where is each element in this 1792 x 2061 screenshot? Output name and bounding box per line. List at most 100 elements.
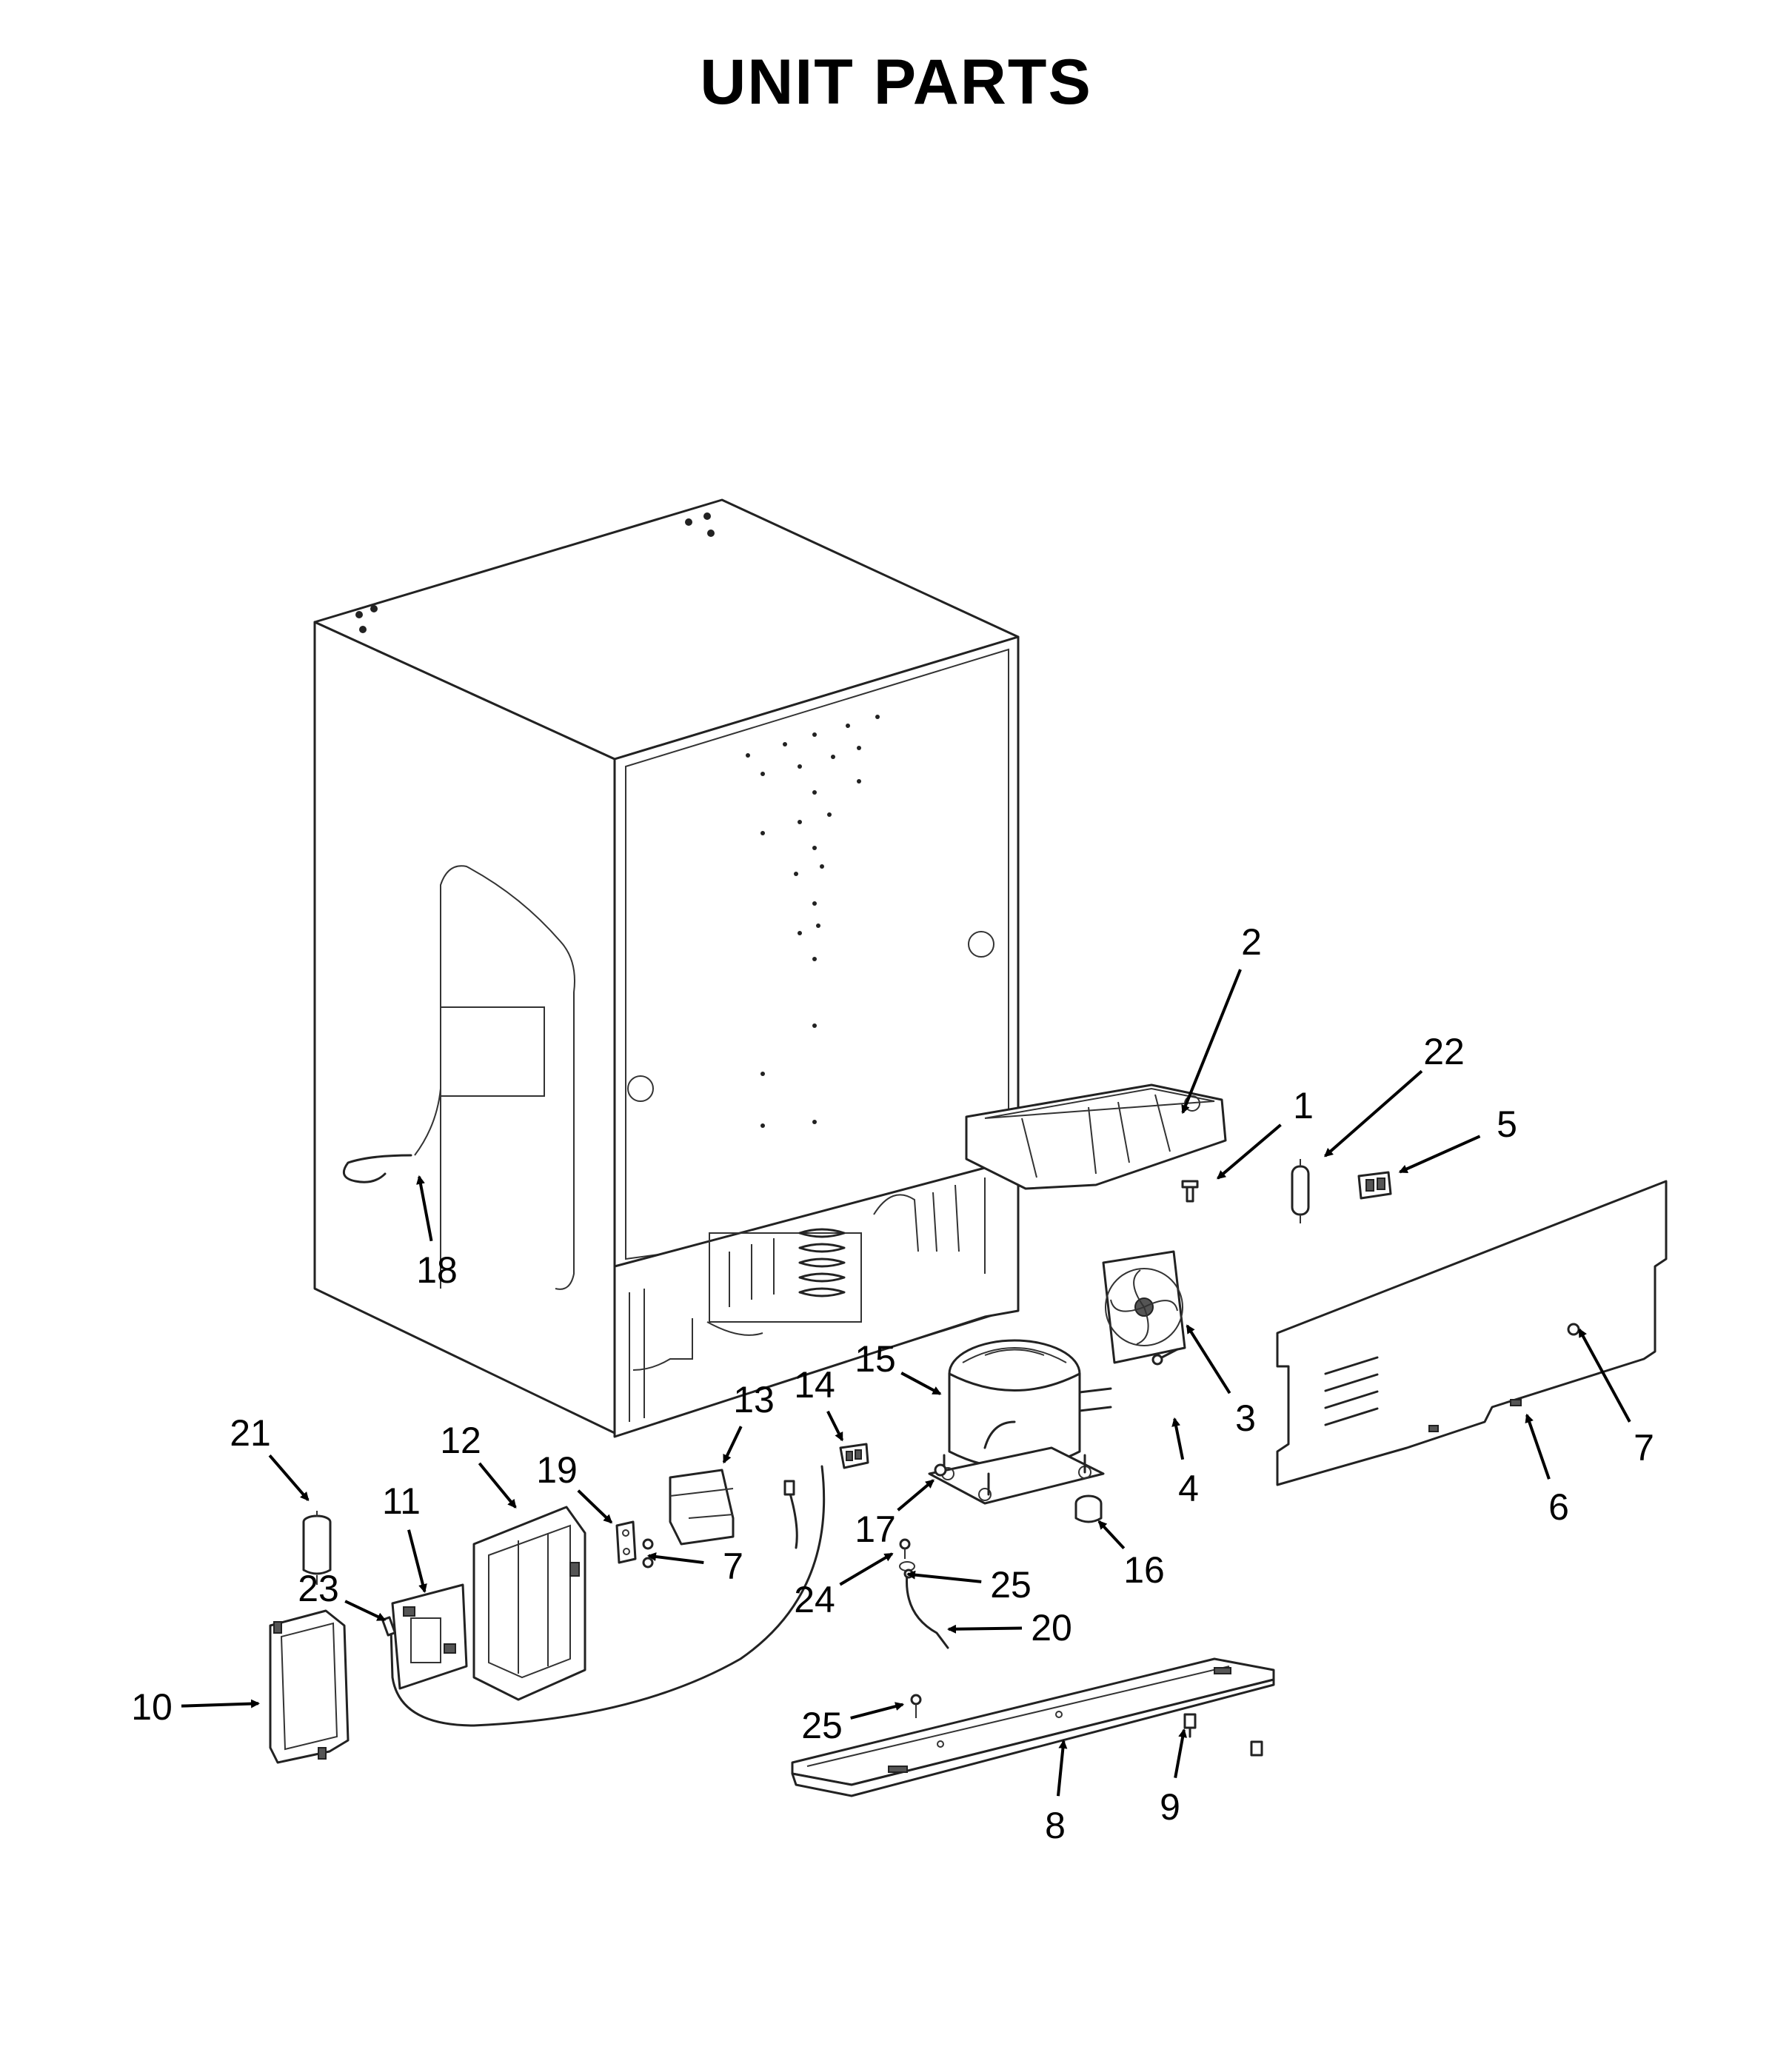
leader-arrow: [1578, 1328, 1631, 1423]
callout-number: 7: [1634, 1427, 1654, 1469]
part-16-grommet: [1074, 1494, 1103, 1523]
leader-arrow: [839, 1552, 894, 1586]
callout-number: 16: [1123, 1549, 1165, 1591]
part-9-leveling-leg: [1183, 1713, 1263, 1757]
callout-c6: 6: [1525, 1413, 1569, 1528]
leader-arrow: [850, 1702, 905, 1720]
callout-number: 23: [298, 1568, 339, 1609]
callout-c5: 5: [1398, 1103, 1517, 1174]
leader-arrow: [344, 1600, 387, 1622]
part-3-condenser-fan: [1102, 1250, 1186, 1364]
part-10-cover: [269, 1609, 350, 1764]
callout-c23: 23: [298, 1568, 387, 1622]
leader-arrow: [1186, 1324, 1231, 1394]
leader-arrow: [1181, 969, 1242, 1115]
diagram-title: UNIT PARTS: [700, 47, 1092, 118]
part-25-screw-lower: [910, 1694, 922, 1718]
part-1-screw: [1181, 1180, 1199, 1203]
callout-c22: 22: [1324, 1031, 1465, 1158]
leader-arrow: [826, 1410, 844, 1442]
callout-c7b: 7: [646, 1546, 743, 1587]
callout-c2: 2: [1181, 921, 1262, 1115]
wire-harness-2: [787, 1487, 798, 1549]
callout-c20: 20: [946, 1607, 1072, 1649]
part-14-overload: [839, 1443, 869, 1469]
leader-arrow: [268, 1454, 310, 1501]
leader-arrow: [416, 1175, 433, 1242]
leader-arrow: [1056, 1739, 1068, 1797]
callout-number: 13: [733, 1379, 775, 1420]
callout-c16: 16: [1097, 1520, 1165, 1591]
callout-number: 20: [1031, 1607, 1072, 1649]
part-6-access-panel: [1276, 1180, 1668, 1486]
leader-arrow: [181, 1699, 261, 1708]
callout-number: 11: [382, 1480, 421, 1522]
callout-c13: 13: [722, 1379, 775, 1464]
callout-number: 22: [1423, 1031, 1465, 1072]
callout-c18: 18: [416, 1175, 458, 1291]
part-19-bracket: [615, 1520, 637, 1564]
leader-arrow: [1174, 1728, 1188, 1779]
part-17-mount-screw: [934, 1463, 947, 1477]
callout-number: 15: [855, 1338, 896, 1380]
callout-number: 25: [801, 1705, 843, 1746]
callout-number: 10: [131, 1686, 173, 1728]
callout-number: 24: [794, 1579, 835, 1620]
callout-number: 21: [230, 1412, 271, 1454]
callout-number: 17: [855, 1509, 896, 1550]
callout-c14: 14: [794, 1364, 844, 1442]
callout-c3: 3: [1186, 1324, 1256, 1439]
callout-c7a: 7: [1578, 1328, 1654, 1469]
callout-c10: 10: [131, 1686, 261, 1728]
leader-arrow: [722, 1426, 743, 1464]
callout-c19: 19: [536, 1449, 613, 1524]
callout-number: 7: [723, 1546, 743, 1587]
part-8-base-rail: [791, 1657, 1275, 1797]
cabinet: [313, 498, 1020, 1438]
leader-arrow: [1217, 1123, 1282, 1180]
callout-c11: 11: [382, 1480, 427, 1594]
leader-arrow: [478, 1462, 517, 1509]
part-4-screw: [1151, 1348, 1179, 1366]
leader-arrow: [906, 1570, 982, 1583]
callout-number: 12: [440, 1420, 481, 1461]
callout-c25a: 25: [906, 1564, 1032, 1606]
callout-number: 5: [1497, 1103, 1517, 1145]
wire-harness: [390, 1465, 826, 1727]
callout-number: 4: [1178, 1468, 1199, 1509]
callout-number: 1: [1293, 1085, 1314, 1126]
callout-number: 14: [794, 1364, 835, 1406]
leader-arrow: [1324, 1069, 1423, 1158]
callout-c9: 9: [1160, 1728, 1188, 1828]
part-2-drain-pan: [965, 1083, 1227, 1190]
callout-number: 2: [1241, 921, 1262, 963]
callout-c24: 24: [794, 1552, 894, 1620]
callout-c12: 12: [440, 1420, 517, 1509]
callout-number: 9: [1160, 1786, 1180, 1828]
leader-arrow: [1398, 1135, 1481, 1174]
part-12-control-housing: [472, 1506, 586, 1701]
leader-arrow: [1097, 1520, 1126, 1550]
leader-arrow: [1525, 1413, 1551, 1480]
callout-number: 8: [1045, 1805, 1066, 1846]
part-22-drier: [1291, 1159, 1310, 1223]
callout-number: 3: [1235, 1397, 1256, 1439]
callout-c15: 15: [855, 1338, 942, 1395]
leader-arrow: [900, 1372, 942, 1395]
part-21-capacitor: [302, 1511, 332, 1585]
part-5-clip: [1357, 1171, 1392, 1200]
callout-c17: 17: [855, 1479, 935, 1550]
callout-number: 18: [416, 1249, 458, 1291]
callout-number: 25: [990, 1564, 1032, 1606]
leader-arrow: [407, 1529, 427, 1594]
callout-c21: 21: [230, 1412, 310, 1501]
callout-c8: 8: [1045, 1739, 1068, 1846]
callout-number: 6: [1548, 1486, 1569, 1528]
part-15-compressor: [928, 1339, 1112, 1505]
part-24-screw: [899, 1538, 911, 1559]
part-7-screws: [642, 1538, 654, 1569]
leader-arrow: [577, 1489, 613, 1524]
part-13-relay-cover: [669, 1469, 735, 1546]
